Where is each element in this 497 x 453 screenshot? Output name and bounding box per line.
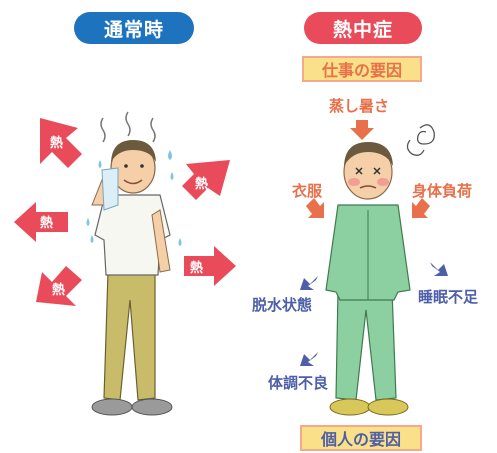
personal-factor-condition: 体調不良 (268, 374, 329, 392)
heatstroke-title: 熱中症 (304, 12, 422, 44)
condition-arrow (300, 352, 318, 366)
personal-factor-dehydration: 脱水状態 (252, 296, 313, 314)
heat-arrow-lower-left: 熱 (36, 266, 82, 306)
svg-text:熱: 熱 (52, 282, 65, 298)
heat-arrow-upper-right: 熱 (182, 160, 230, 200)
work-factor-clothing: 衣服 (292, 182, 323, 200)
sleep-arrow (430, 262, 448, 276)
work-factor-body-load: 身体負荷 (412, 182, 473, 200)
work-factors-header: 仕事の要因 (302, 56, 422, 82)
personal-factor-sleep: 睡眠不足 (418, 288, 479, 306)
dehydration-arrow (300, 276, 318, 290)
svg-text:熱: 熱 (40, 215, 53, 231)
heat-arrow-upper-left: 熱 (40, 118, 82, 168)
normal-person-figure (86, 111, 182, 416)
svg-text:熱: 熱 (190, 260, 203, 276)
heatstroke-person-figure (325, 124, 435, 416)
clothing-arrow (306, 198, 324, 218)
personal-factors-header: 個人の要因 (300, 425, 422, 451)
steam-arrow (350, 120, 374, 140)
heat-arrow-right: 熱 (184, 246, 236, 286)
heat-arrow-left: 熱 (14, 202, 68, 242)
normal-title: 通常時 (74, 12, 194, 44)
body-load-arrow (412, 198, 430, 218)
svg-text:熱: 熱 (50, 135, 63, 151)
work-factor-steam: 蒸し暑さ (329, 97, 390, 115)
svg-text:熱: 熱 (195, 176, 208, 192)
